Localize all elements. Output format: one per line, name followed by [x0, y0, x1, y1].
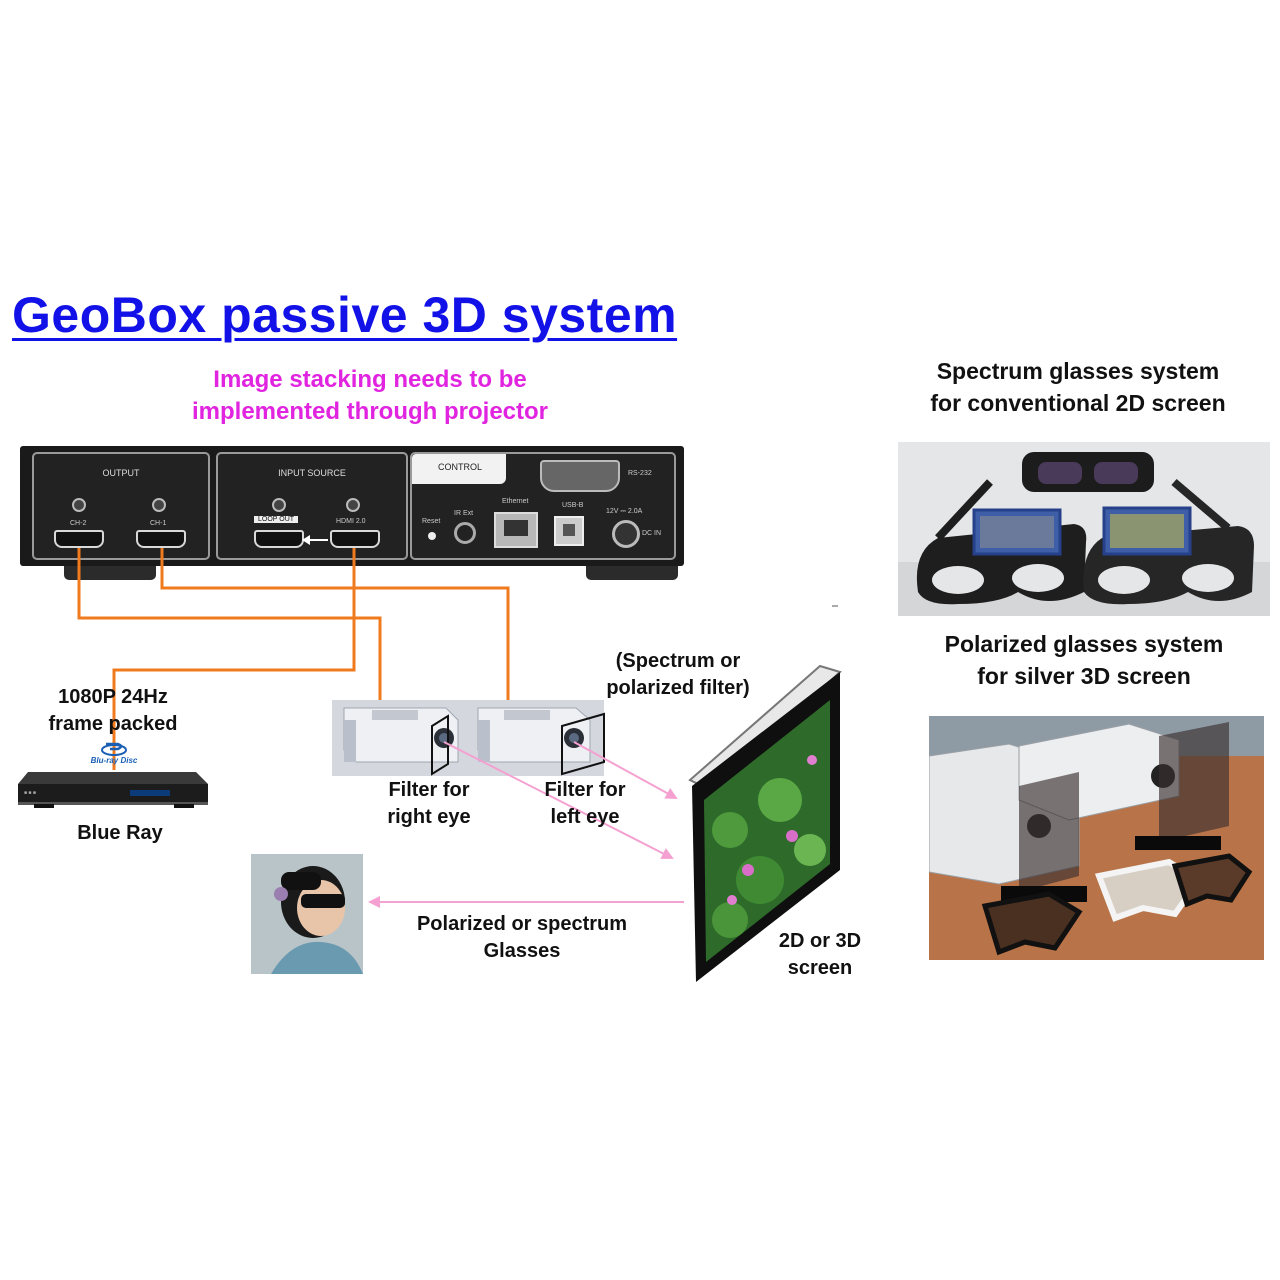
ch1-hdmi-port[interactable]: [136, 530, 186, 548]
output-panel: OUTPUT CH-2 CH-1: [32, 452, 210, 560]
control-panel: CONTROL RS-232 Reset IR Ext Ethernet USB…: [410, 452, 676, 560]
ch2-label: CH-2: [70, 520, 87, 527]
glasses-icon: [301, 894, 345, 908]
bluray-player: ■ ■ ■: [18, 772, 208, 808]
bluray-logo-icon: [101, 742, 127, 756]
projector-right-eye: [343, 707, 459, 763]
hdmi-in-port[interactable]: [330, 530, 380, 548]
screen-label: 2D or 3D screen: [778, 930, 862, 979]
ir-ext-port[interactable]: [454, 522, 476, 544]
glasses-label: Polarized or spectrum Glasses: [416, 913, 628, 962]
control-title: CONTROL: [438, 462, 483, 472]
filter-left-eye: [561, 712, 605, 776]
cable-ch2-to-right-projector: [77, 548, 382, 700]
projection-arrows: [368, 741, 684, 908]
input-title: INPUT SOURCE: [278, 468, 346, 478]
device-foot-left: [64, 566, 156, 580]
hdmi-screw-icon: [346, 498, 360, 512]
ethernet-label: Ethernet: [502, 498, 529, 505]
input-panel: INPUT SOURCE LOOP OUT HDMI 2.0: [216, 452, 408, 560]
bluray-label: Blue Ray: [77, 822, 163, 844]
rs232-port[interactable]: [540, 460, 620, 492]
loop-arrow-icon: [302, 535, 328, 545]
filter-left-label: Filter for left eye: [544, 779, 626, 828]
viewer-photo: [251, 854, 363, 974]
cable-ch1-to-left-projector: [160, 548, 510, 700]
output-title: OUTPUT: [102, 468, 140, 478]
ch1-screw-icon: [152, 498, 166, 512]
cable-bluray-to-input: [112, 548, 356, 770]
polarized-system-label: Polarized glasses system for silver 3D s…: [944, 631, 1224, 689]
filter-right-eye: [431, 714, 449, 776]
ch2-hdmi-port[interactable]: [54, 530, 104, 548]
spectrum-glasses-photo: [898, 442, 1270, 616]
polarized-glasses-photo: [929, 716, 1264, 960]
dc-in-port[interactable]: [612, 520, 640, 548]
filter-note-label: (Spectrum or polarized filter): [606, 650, 750, 699]
page-title: GeoBox passive 3D system: [12, 287, 678, 343]
dc-in-label: DC IN: [642, 530, 662, 537]
usb-b-port[interactable]: [554, 516, 584, 546]
ir-label: IR Ext: [454, 510, 474, 517]
hdmi-in-label: HDMI 2.0: [336, 518, 366, 525]
loop-out-port[interactable]: [254, 530, 304, 548]
rs232-label: RS-232: [628, 470, 652, 477]
hdmi-cables: [77, 548, 510, 770]
svg-text:■ ■ ■: ■ ■ ■: [24, 790, 36, 796]
geobox-device: OUTPUT CH-2 CH-1 INPUT SOURCE LOOP OUT H…: [20, 446, 684, 566]
device-foot-right: [586, 566, 678, 580]
spectrum-system-label: Spectrum glasses system for conventional…: [930, 358, 1226, 416]
projection-arrow-right: [443, 741, 674, 859]
signal-label: 1080P 24Hz frame packed: [48, 686, 178, 735]
ch1-label: CH-1: [150, 520, 167, 527]
usb-label: USB-B: [562, 502, 584, 509]
reset-label: Reset: [422, 518, 441, 525]
reset-button[interactable]: [428, 532, 436, 540]
power-label: 12V ⎓ 2.0A: [606, 508, 643, 515]
bluray-logo-text: Blu-ray Disc: [91, 756, 138, 765]
projector-left-eye: [477, 707, 591, 763]
projection-arrow-left: [573, 741, 678, 799]
ch2-screw-icon: [72, 498, 86, 512]
loop-screw-icon: [272, 498, 286, 512]
ethernet-port[interactable]: [494, 512, 538, 548]
projection-screen: [688, 664, 842, 982]
filter-right-label: Filter for right eye: [387, 779, 471, 828]
loop-out-label: LOOP OUT: [254, 516, 299, 523]
subtitle: Image stacking needs to be implemented t…: [191, 366, 548, 425]
